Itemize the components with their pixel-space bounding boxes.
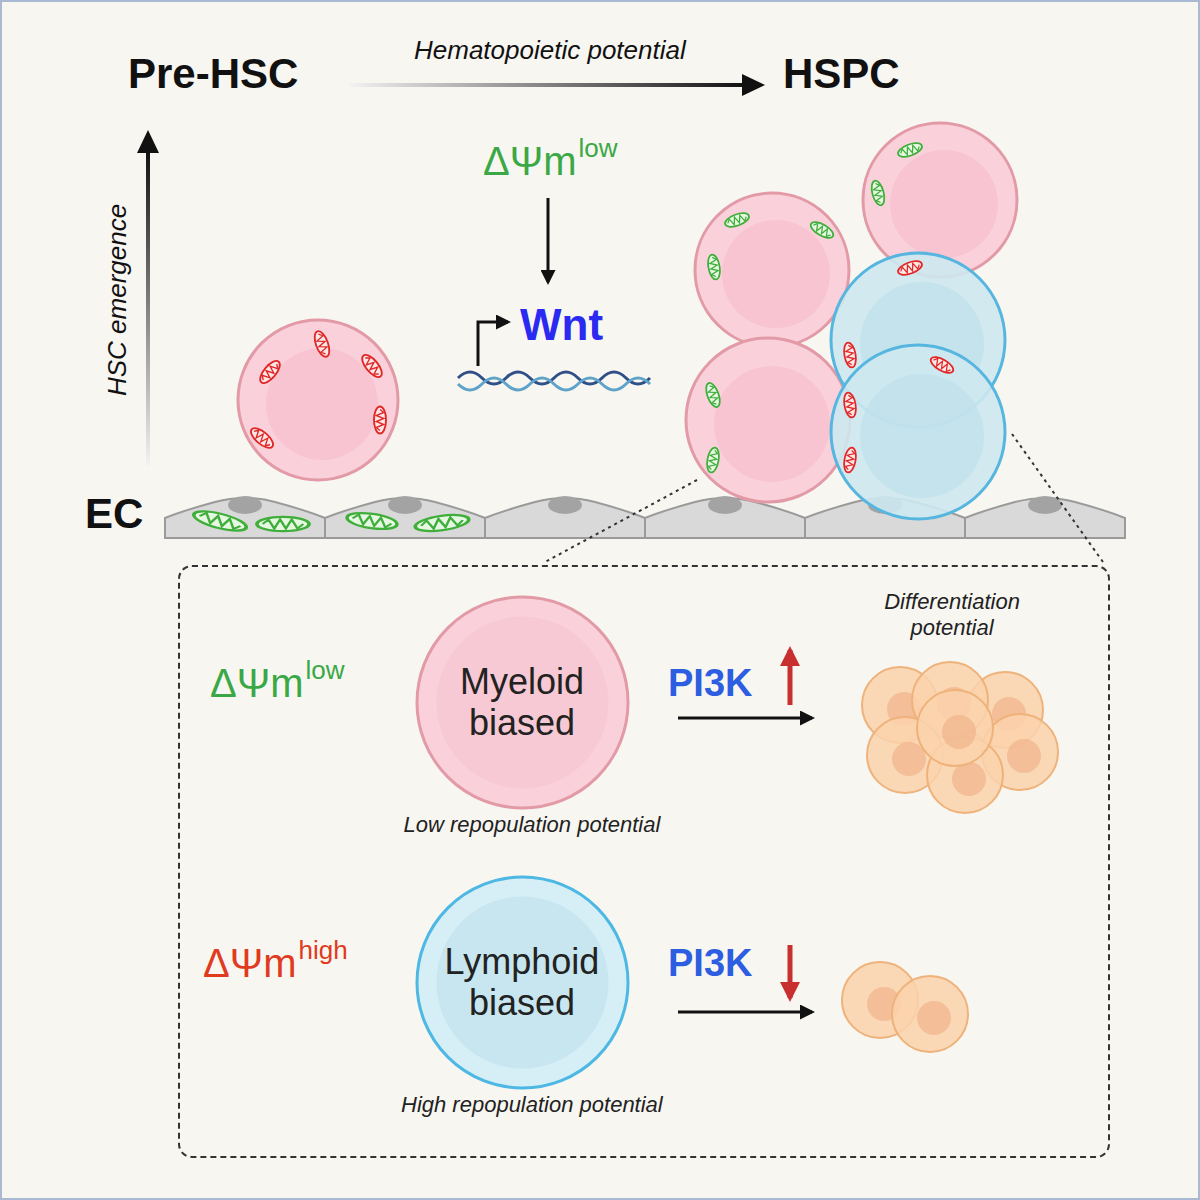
signal-arrow: [547, 198, 550, 282]
differentiated-cells: [862, 662, 1058, 813]
pathway-label: PI3K: [668, 942, 752, 986]
cell-body: [417, 597, 628, 808]
cell-type-label: EC: [85, 490, 143, 538]
emergence-arrow: [146, 150, 150, 465]
mitochondrion: [896, 258, 924, 277]
hspc-cell: [831, 345, 1005, 519]
promoter-arrow: [478, 322, 508, 366]
cell-nucleus: [436, 896, 608, 1068]
mitochondrion: [896, 140, 924, 159]
mitochondrion: [706, 254, 721, 281]
panel-heading: Differentiation potential: [852, 589, 1052, 642]
gene-label: Wnt: [520, 300, 603, 351]
arrow-head: [742, 74, 765, 96]
potential-symbol: ΔΨm: [483, 138, 576, 184]
mitochondrion: [723, 210, 751, 229]
mitochondrion: [359, 352, 386, 380]
mitochondrion: [842, 342, 857, 369]
zoom-line: [1012, 434, 1103, 562]
mitochondrion: [257, 358, 284, 386]
cell-caption: Low repopulation potential: [404, 812, 661, 838]
mitochondrion: [248, 425, 276, 452]
hspc-cell: [695, 193, 849, 347]
cell-label: Myeloid biased: [436, 661, 608, 744]
stage-label: Pre-HSC: [128, 50, 298, 98]
cell-label: Lymphoid biased: [436, 941, 608, 1024]
cell-body: [417, 877, 628, 1088]
nucleus: [388, 496, 422, 514]
superscript: high: [298, 936, 347, 966]
mitochondrion: [312, 329, 333, 358]
nucleus: [548, 496, 582, 514]
potential-symbol: ΔΨm: [203, 940, 296, 986]
differentiation-arrow: [678, 717, 812, 720]
superscript: low: [578, 134, 617, 164]
pathway-label: PI3K: [668, 662, 752, 706]
hspc-cell: [863, 123, 1017, 277]
superscript: low: [305, 656, 344, 686]
potential-arrow: [350, 83, 745, 87]
cell-caption: High repopulation potential: [401, 1092, 663, 1118]
axis-label: HSC emergence: [103, 204, 133, 396]
mitochondrion: [869, 179, 886, 206]
up-arrow: [788, 650, 793, 705]
hspc-cell: [686, 338, 850, 502]
mitochondrion: [842, 392, 857, 419]
pre-hsc-cell: [238, 320, 398, 480]
nucleus: [708, 496, 742, 514]
mitochondrion: [842, 447, 857, 474]
arrow-head: [137, 130, 159, 153]
mitochondrion: [192, 507, 248, 534]
zoom-line: [545, 480, 697, 562]
stage-label: HSPC: [783, 50, 900, 98]
potential-symbol: ΔΨm: [210, 660, 303, 706]
mitochondrion: [808, 219, 835, 241]
differentiation-arrow: [678, 1011, 812, 1014]
dashed-panel: Differentiation potentialMyeloid biasedL…: [178, 565, 1110, 1158]
mitochondrion: [346, 510, 398, 531]
mitochondrion: [928, 354, 955, 376]
down-arrow: [788, 945, 793, 998]
mitochondrion: [414, 512, 469, 534]
mitochondrion: [257, 517, 309, 531]
mitochondrion: [374, 407, 386, 434]
differentiated-cells: [842, 962, 968, 1052]
endothelial-layer: [165, 498, 1125, 538]
cell-circle: Lymphoid biasedHigh repopulation potenti…: [415, 875, 630, 1090]
nucleus: [228, 496, 262, 514]
mitochondrion: [703, 381, 722, 409]
mitochondrion: [705, 447, 720, 474]
arrow-label: Hematopoietic potential: [414, 36, 686, 66]
cell-circle: Myeloid biasedLow repopulation potential: [415, 595, 630, 810]
cell-nucleus: [436, 616, 608, 788]
dna-strand: [458, 378, 650, 390]
